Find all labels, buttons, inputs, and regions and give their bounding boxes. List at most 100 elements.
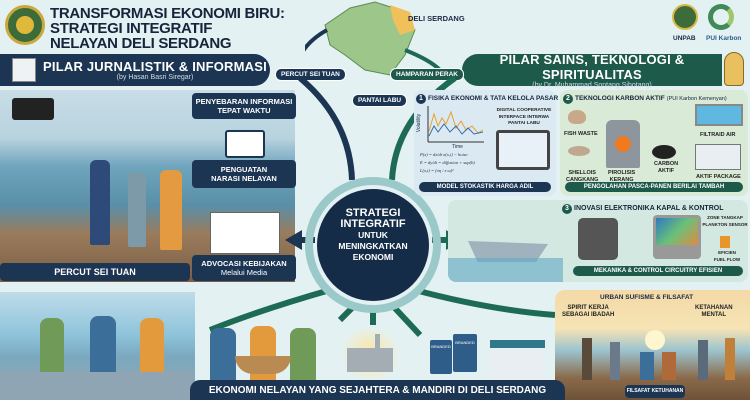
step-number-badge: 2 — [563, 94, 573, 104]
location-banner: PERCUT SEI TUAN — [0, 263, 190, 281]
market-stall-icon — [490, 340, 545, 380]
document-icon — [225, 130, 265, 158]
unpab-label: UNPAB — [673, 35, 696, 42]
processing-factory-icon — [335, 330, 405, 378]
pui-karbon-label: PUI Karbon — [706, 35, 742, 42]
fisherman-figure — [140, 318, 164, 374]
panel-title-text: INOVASI ELEKTRONIKA KAPAL & KONTROL — [574, 205, 724, 212]
step-number-badge: 3 — [562, 204, 572, 214]
spiritual-footer: FILSAFAT KETUHANAN — [625, 385, 685, 398]
panel-title-text: TEKNOLOGI KARBON AKTIF — [575, 95, 665, 102]
panel-title-text: FISIKA EKONOMI & TATA KELOLA PASAR — [428, 95, 559, 102]
label-line: KERANG — [609, 176, 634, 183]
fisherman-figure — [90, 316, 116, 374]
laptop-icon — [496, 130, 550, 170]
panel-footer: MODEL STOKASTIK HARGA ADIL — [419, 182, 551, 192]
label-line: ZONE TANGKAP — [707, 215, 743, 220]
label-line: PIROLISIS — [608, 170, 636, 176]
fuel-pump-icon — [720, 236, 730, 248]
panel-footer: PENGOLAHAN PASCA-PANEN BERILAI TAMBAH — [565, 182, 743, 192]
label-line: SHELLOIS — [568, 170, 596, 176]
water-pool-icon — [695, 104, 743, 126]
panel-footer: MEKANIKA & CONTROL CIRCUITRY EFISIEN — [573, 266, 743, 276]
series-orange — [428, 110, 484, 134]
equation: L(x,t) = (ση / ε·ω)² — [420, 168, 454, 173]
pen-nib-icon — [724, 52, 744, 86]
left-pillar-author: (by Hasan Basri Siregar) — [116, 74, 194, 81]
product-label: BRANDED — [431, 344, 451, 349]
center-line: STRATEGI — [345, 207, 401, 219]
product-label: BRANDED — [455, 340, 475, 345]
arrow-bottom-5 — [414, 287, 556, 318]
right-pillar-header: PILAR SAINS, TEKNOLOGI & SPIRITUALITAS (… — [462, 52, 722, 89]
arrow-bottom-1 — [208, 287, 331, 333]
center-strategy-text: STRATEGI INTEGRATIF UNTUK MENINGKATKAN E… — [317, 208, 429, 263]
arrowhead-left — [285, 230, 302, 250]
fish-icon — [568, 146, 590, 156]
callout-text: TEPAT WAKTU — [217, 106, 271, 115]
label-line: SPIRIT KERJA — [567, 305, 609, 311]
title-line: STRATEGI INTEGRATIF — [50, 20, 213, 37]
step-number-badge: 1 — [416, 94, 426, 104]
sonar-display-icon — [653, 215, 701, 259]
bottom-banner: EKONOMI NELAYAN YANG SEJAHTERA & MANDIRI… — [190, 380, 565, 400]
center-circle — [317, 189, 429, 301]
label-line: PLANKTON SENSOR — [702, 221, 748, 227]
fishing-boat-icon — [468, 241, 548, 262]
equation: P(x) = dx/dt σ(x,t) − hoise — [420, 152, 468, 157]
map-label: DELI SERDANG — [408, 14, 465, 23]
fisherman-figure — [160, 170, 182, 250]
newspaper-icon — [12, 58, 36, 82]
pyrolysis-kiln-icon — [606, 120, 640, 168]
profile-document-icon — [210, 212, 280, 254]
callout-text: NARASI NELAYAN — [211, 174, 277, 183]
callout-text: Melalui Media — [220, 268, 268, 277]
panel-subtitle: (PUI Karbon Kemenyan) — [666, 96, 727, 102]
center-ring — [305, 177, 441, 313]
fisherman-figure — [40, 318, 64, 374]
label-line: KETAHANAN — [695, 305, 733, 311]
fish-waste-label: FISH WASTE — [564, 131, 598, 137]
pui-karbon-logo — [708, 4, 734, 30]
carbon-pellets-icon — [652, 145, 676, 159]
sun-icon — [645, 330, 665, 350]
engine-icon — [578, 218, 618, 260]
map-highlight — [390, 5, 415, 35]
sea-water — [448, 258, 563, 282]
reporter-figure — [90, 160, 110, 245]
volatility-chart — [427, 106, 484, 143]
series-blue — [428, 123, 484, 137]
fishermen-group — [205, 322, 325, 380]
fish-pile — [0, 372, 190, 400]
label-line: SEBAGAI IBADAH — [562, 312, 615, 318]
region-hamparan-label: HAMPARAN PERAK — [390, 68, 464, 81]
callout-text: ADVOCASI KEBIJAKAN — [201, 259, 287, 268]
chart-x-label: Time — [452, 144, 463, 150]
arrow-bottom-4 — [389, 302, 423, 338]
map-shape — [324, 1, 416, 76]
university-seal-logo — [5, 5, 45, 45]
interface-line: PANTAI LABU — [508, 121, 540, 126]
left-pillar-title: PILAR JURNALISTIK & INFORMASI — [43, 59, 267, 74]
arrow-percut — [305, 28, 328, 52]
video-camera-icon — [12, 98, 54, 120]
branded-product-pack: BRANDED — [430, 340, 452, 374]
callout-text: PENGUATAN — [220, 165, 268, 174]
center-line: MENINGKATKAN — [338, 241, 408, 251]
title-line: NELAYAN DELI SERDANG — [50, 35, 232, 52]
package-icon — [695, 144, 741, 170]
